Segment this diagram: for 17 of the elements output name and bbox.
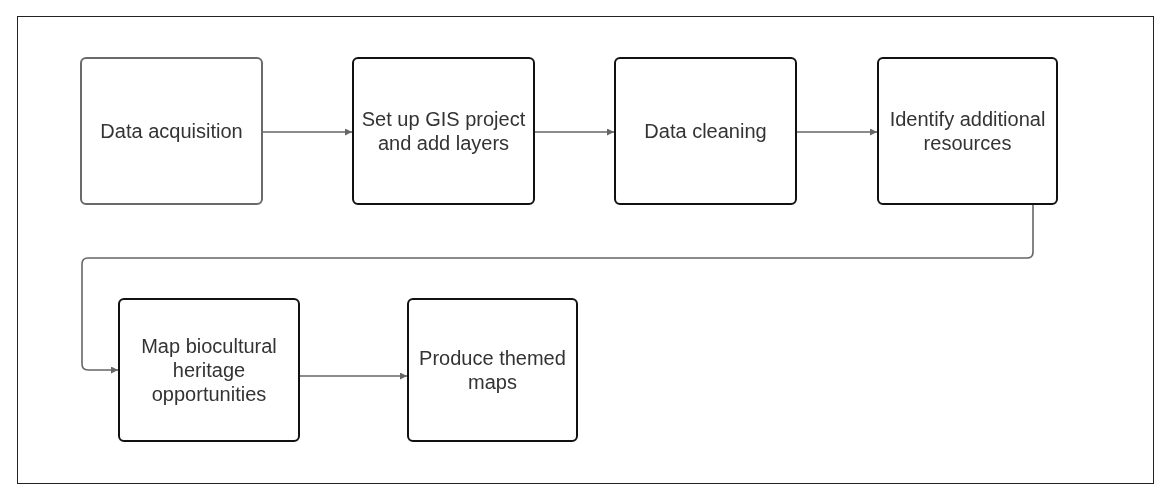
step-label: Set up GIS project and add layers xyxy=(360,107,527,155)
arrow xyxy=(534,128,615,136)
step-label: Produce themed maps xyxy=(418,346,567,394)
process-box xyxy=(80,57,263,205)
arrow xyxy=(796,128,878,136)
step-label: Identify additional resources xyxy=(888,107,1047,155)
arrow xyxy=(262,128,353,136)
process-box xyxy=(352,57,535,205)
step-label: Data cleaning xyxy=(643,119,768,143)
arrow xyxy=(299,372,408,380)
process-box xyxy=(877,57,1058,205)
process-box xyxy=(614,57,797,205)
step-label: Data acquisition xyxy=(99,119,244,143)
process-box xyxy=(118,298,300,442)
arrow xyxy=(81,204,1034,374)
process-box xyxy=(407,298,578,442)
step-label: Map biocultural heritage opportunities xyxy=(140,334,278,406)
